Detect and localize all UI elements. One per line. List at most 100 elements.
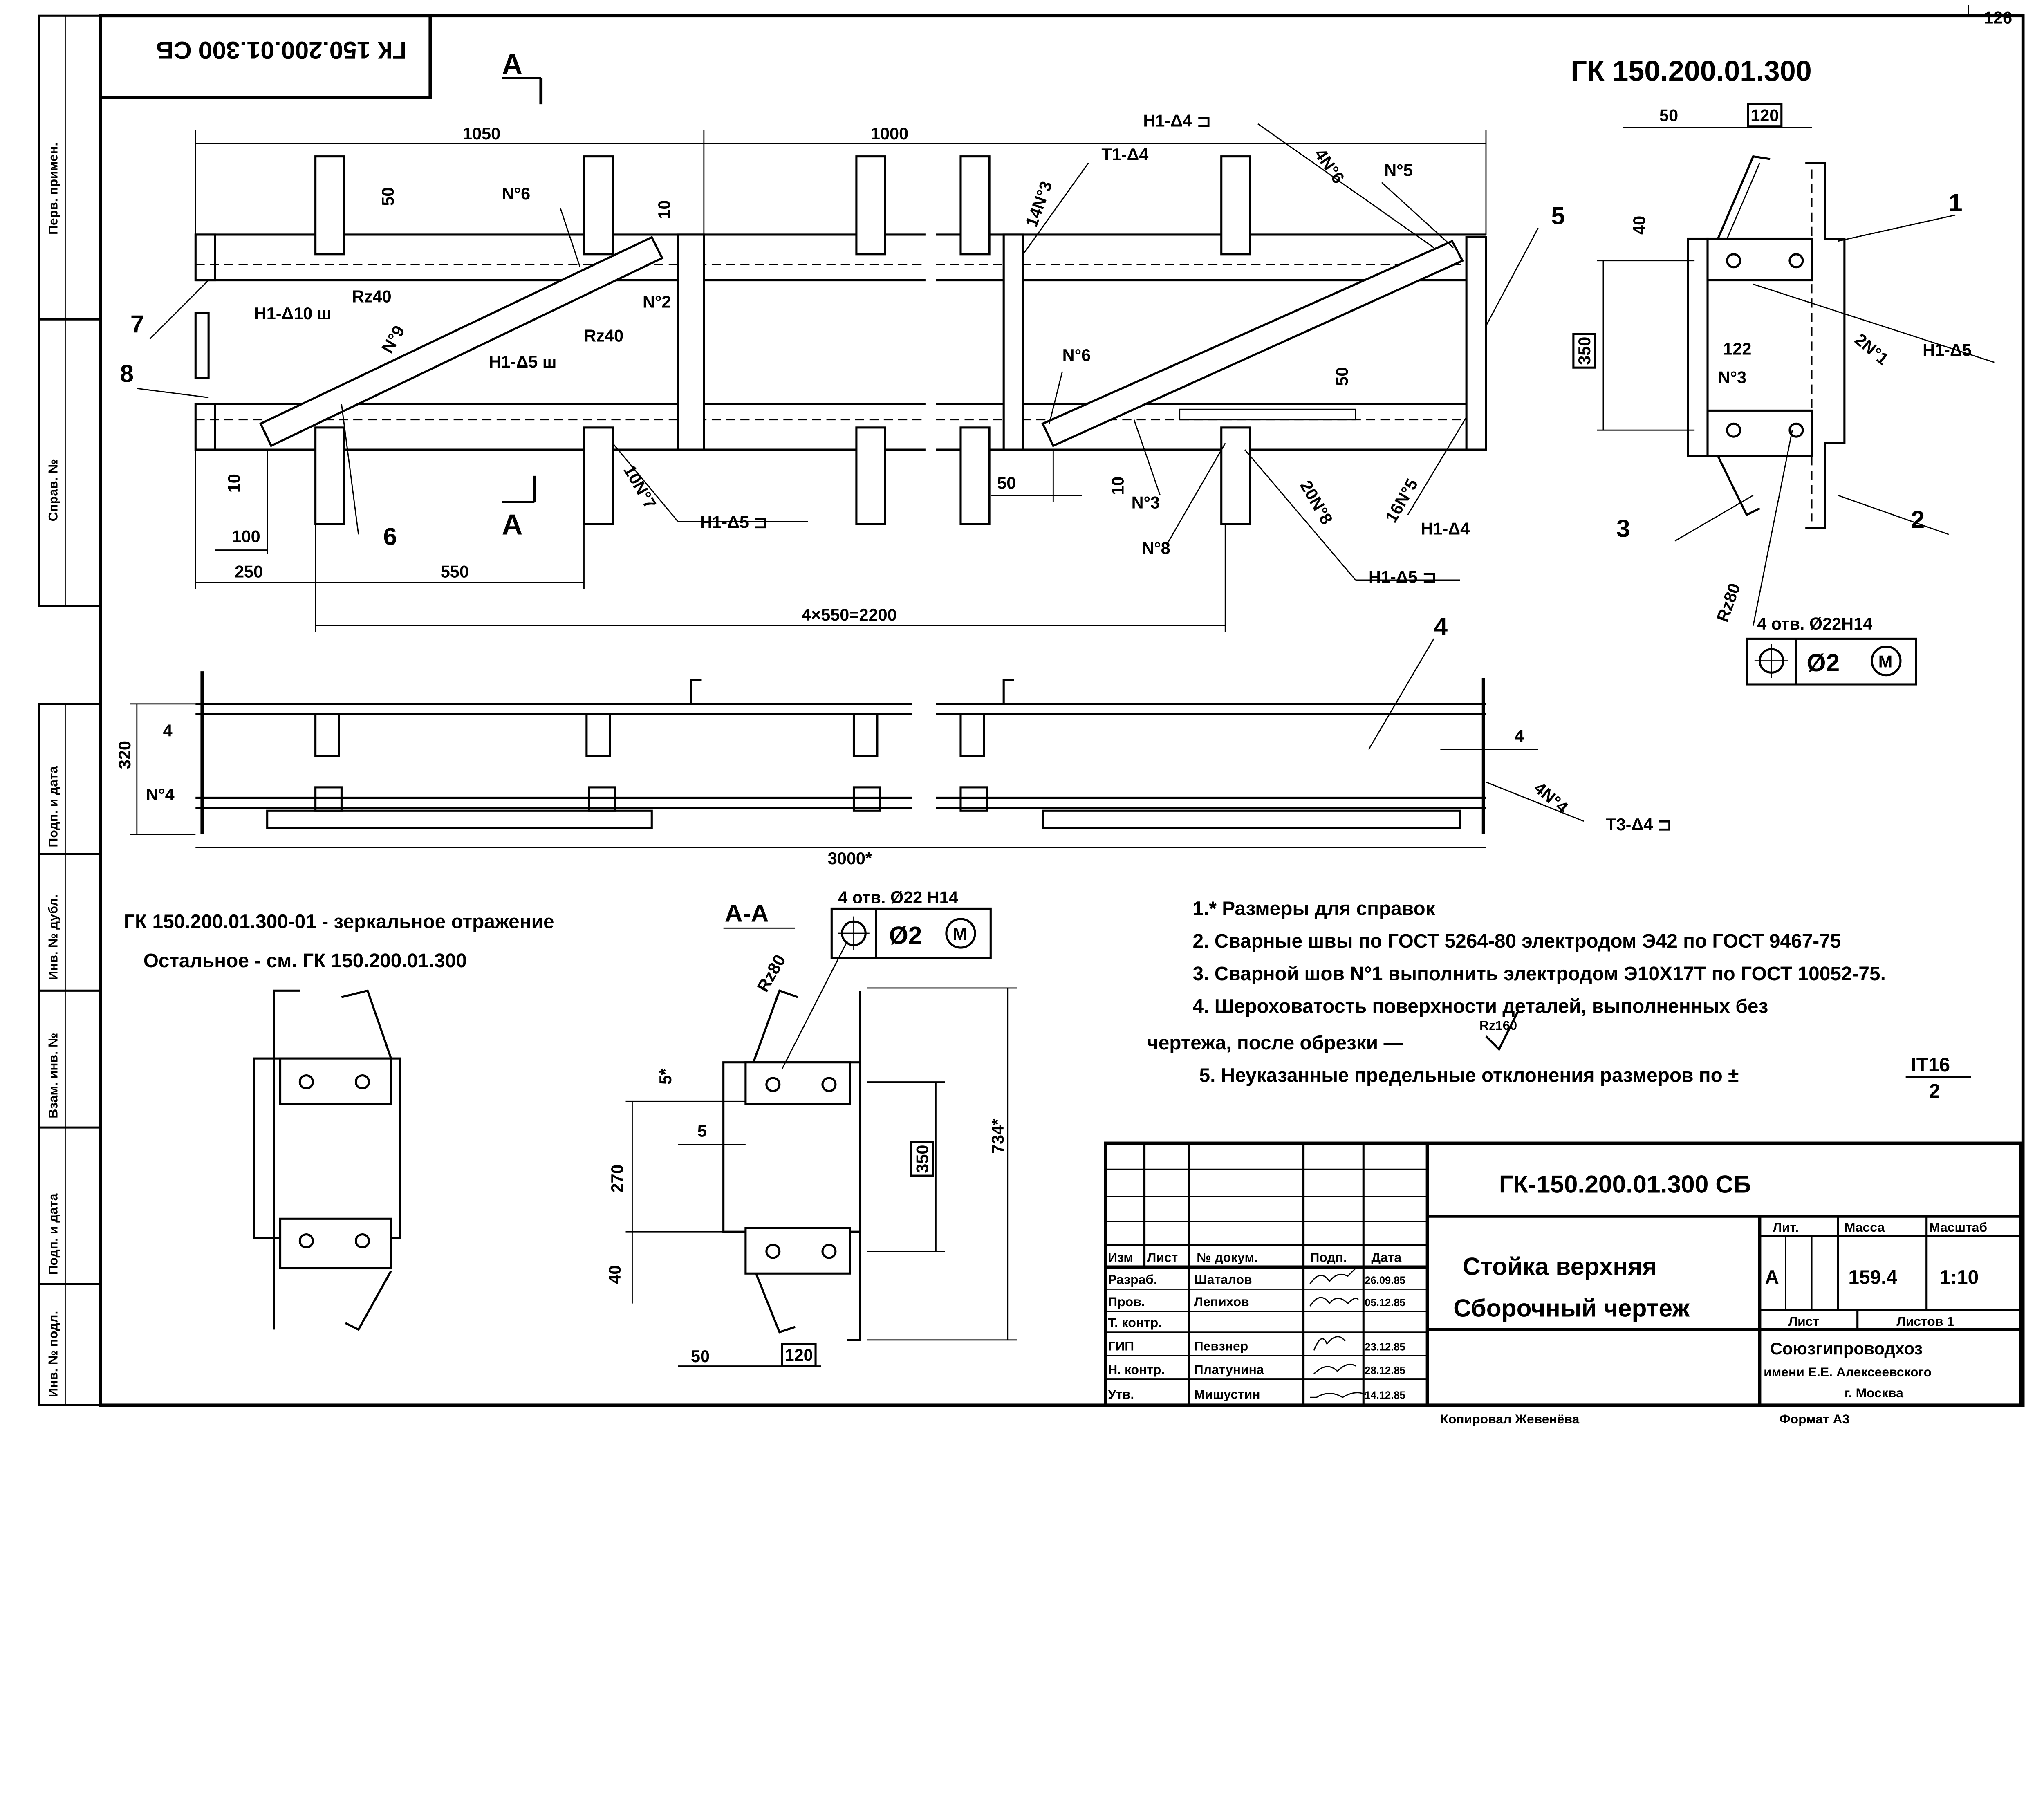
dimension-label: A	[502, 509, 523, 540]
dimension-label: 4 отв. Ø22H14	[1757, 614, 1872, 633]
dimension-label: 550	[441, 562, 469, 581]
rotated-stamp: ГК 150.200.01.300 СБ	[156, 36, 406, 64]
dimension-label: N°4	[146, 785, 175, 804]
row-name: Мишустин	[1194, 1387, 1260, 1401]
row-role: Пров.	[1108, 1294, 1145, 1309]
lit-value: А	[1765, 1267, 1779, 1289]
row-date: 26.09.85	[1365, 1275, 1405, 1287]
organization-line2: имени Е.Е. Алексеевского	[1764, 1365, 1932, 1379]
dimension-label: 1050	[463, 124, 500, 143]
strip-label: Справ. №	[45, 459, 60, 521]
dimension-label: N°9	[378, 322, 408, 356]
drawing-code: ГК 150.200.01.300	[1571, 55, 1811, 87]
dimension-label: 4N°6	[1311, 145, 1349, 187]
plates-top	[314, 155, 1251, 256]
note-4: 4. Шероховатость поверхности деталей, вы…	[1193, 996, 1768, 1018]
dimension-label: 10	[1108, 477, 1127, 495]
dimension-label: 20N°8	[1296, 477, 1337, 528]
row-date: 28.12.85	[1365, 1365, 1405, 1376]
note-1: 1.* Размеры для справок	[1193, 898, 1435, 919]
dimension-label: 4×550=2200	[802, 605, 897, 624]
dimension-label: 14N°3	[1022, 178, 1056, 229]
row-date: 14.12.85	[1365, 1390, 1405, 1401]
document-number: ГК-150.200.01.300 СБ	[1499, 1170, 1751, 1198]
dimension-label: 350	[912, 1145, 932, 1173]
dimension-label: 5	[697, 1121, 707, 1140]
dimension-label: 1000	[871, 124, 908, 143]
dimension-label: 50	[378, 187, 397, 206]
diagonal-brace-left	[259, 235, 664, 447]
dimension-label: H1-Δ10 ш	[254, 304, 332, 323]
dimension-label: N°8	[1142, 538, 1170, 558]
dimension-label: 50	[691, 1347, 710, 1366]
top-channel	[195, 233, 1486, 282]
dimension-label: H1-Δ4	[1421, 519, 1470, 538]
dimension-label: 10	[224, 474, 244, 493]
dimension-label: N°6	[1062, 345, 1091, 365]
dimension-label: N°3	[1718, 368, 1747, 387]
sheets-label: Листов 1	[1896, 1314, 1954, 1329]
dimension-label: 50	[1659, 106, 1678, 125]
organization-line1: Союзгипроводхоз	[1770, 1339, 1923, 1358]
row-role: ГИП	[1108, 1338, 1134, 1353]
mass-value: 159.4	[1848, 1267, 1897, 1289]
dimension-label: 4	[163, 721, 173, 740]
dimension-label: 100	[232, 527, 260, 546]
plates-bottom	[314, 426, 1251, 525]
technical-notes: 1.* Размеры для справок 2. Сварные швы п…	[1147, 898, 1971, 1102]
dimension-label: N°3	[1132, 493, 1160, 512]
sheet-format: Формат А3	[1779, 1412, 1849, 1426]
mass-label: Масса	[1845, 1220, 1885, 1235]
assembly-drawing-sheet: Перв. примен. Справ. № Подп. и дата Инв.…	[38, 5, 2025, 1426]
dimension-label: Rz40	[584, 326, 623, 345]
dimension-label: 16N°5	[1381, 475, 1422, 526]
dimension-label: 40	[1629, 216, 1649, 235]
section-a-a	[625, 927, 1017, 1367]
dimension-label: 270	[607, 1164, 627, 1192]
dimension-label: 2N°1	[1851, 329, 1892, 369]
dimension-label: 3	[1616, 515, 1630, 542]
row-name: Платунина	[1194, 1362, 1264, 1377]
drawing-frame	[38, 5, 2025, 1407]
dimension-label: Rz80	[753, 951, 789, 995]
strip-label: Подп. и дата	[45, 1193, 60, 1275]
sheet-label: Лист	[1788, 1314, 1819, 1329]
dimension-label: 320	[115, 741, 134, 769]
sheet-container: Перв. примен. Справ. № Подп. и дата Инв.…	[38, 5, 2025, 1426]
strip-label: Инв. № дубл.	[45, 894, 60, 980]
strip-label: Инв. № подл.	[45, 1311, 60, 1398]
dimension-label: 50	[997, 473, 1016, 493]
dimension-label: H1-Δ5 ⊐	[700, 512, 768, 531]
diagonal-brace-right	[1041, 240, 1464, 447]
dimension-label: 4	[1434, 612, 1448, 640]
dimension-label: 7	[130, 310, 144, 338]
dimension-label: H1-Δ5 ⊐	[1369, 567, 1437, 586]
dimension-label: A-A	[725, 899, 769, 927]
tolerance-numerator: IT16	[1911, 1054, 1950, 1076]
dimension-label: 350	[1575, 337, 1594, 365]
copied-by: Копировал Жевенёва	[1440, 1412, 1579, 1426]
mirror-note-line1: ГК 150.200.01.300-01 - зеркальное отраже…	[124, 911, 554, 932]
header-list: Лист	[1147, 1250, 1178, 1265]
dimension-label: H1-Δ5	[1923, 340, 1972, 359]
row-role: Т. контр.	[1108, 1315, 1162, 1330]
dimension-label: 4 отв. Ø22 H14	[838, 888, 958, 907]
dimension-label: 250	[235, 562, 263, 581]
row-name: Певзнер	[1194, 1338, 1248, 1353]
tolerance-value: Ø2	[1806, 649, 1840, 677]
dimension-label: T3-Δ4 ⊐	[1606, 815, 1672, 834]
row-name: Лепихов	[1194, 1294, 1249, 1309]
dimension-label: 40	[605, 1265, 624, 1284]
tolerance-denominator: 2	[1929, 1080, 1940, 1102]
tolerance-value: Ø2	[889, 921, 922, 949]
dimension-label: 10N°7	[620, 462, 660, 512]
dimension-label: 6	[383, 522, 397, 550]
row-role: Разраб.	[1108, 1272, 1157, 1287]
organization-line3: г. Москва	[1845, 1385, 1903, 1400]
side-strip-labels: Перв. примен. Справ. № Подп. и дата Инв.…	[45, 143, 60, 1397]
top-view	[137, 77, 1539, 632]
dimension-label: 4	[1515, 726, 1524, 745]
